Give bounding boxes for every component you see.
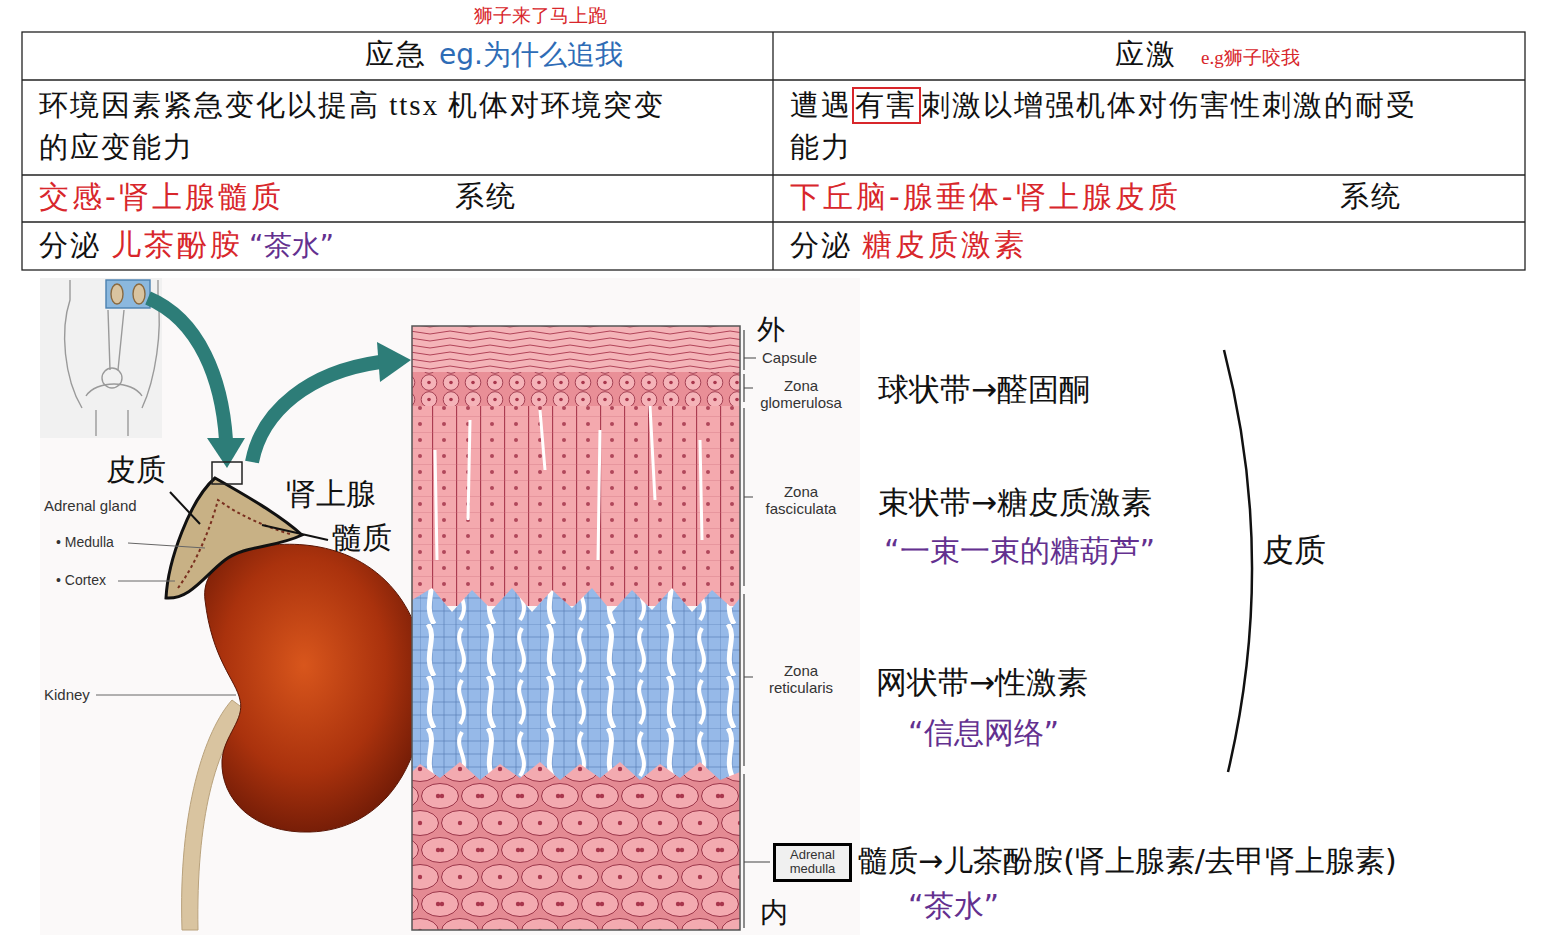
- layer-bracket: [744, 374, 753, 402]
- table-cell: 糖皮质激素: [862, 227, 1027, 262]
- leader-line: [262, 525, 328, 540]
- table-grid: [22, 32, 1525, 270]
- kidney-figure: [166, 462, 425, 930]
- arrow-head: [377, 342, 411, 382]
- box-text: Adrenal medulla: [781, 848, 845, 877]
- direction-label: 内: [760, 896, 788, 930]
- table-cell: 下丘脑-腺垂体-肾上腺皮质: [790, 179, 1181, 214]
- part-label: • Medulla: [56, 534, 114, 551]
- table-cell: 儿茶酚胺: [111, 227, 243, 262]
- highlight-box: [106, 280, 150, 308]
- zoom-arrows: [148, 298, 411, 468]
- annotation: 髓质→儿茶酚胺(肾上腺素/去甲肾上腺素): [858, 843, 1397, 879]
- figure-panel: [40, 278, 860, 935]
- table-cell-box: 下丘脑-腺垂体-肾上腺皮质 系统: [773, 175, 1525, 222]
- box-text: 有害: [855, 89, 917, 122]
- body-outline: [86, 384, 142, 396]
- ureter-sketch: [108, 310, 124, 370]
- table-cell-box: 环境因素紧急变化以提高 ttsx 机体对环境突变的应变能力: [22, 80, 773, 175]
- layer-label: Zona fasciculata: [754, 483, 848, 518]
- annotation: 球状带→醛固酮: [878, 371, 1090, 408]
- layer-name-box: Adrenal medulla: [773, 843, 852, 882]
- medulla-layer: [412, 760, 740, 930]
- zoom-arrow: [148, 298, 226, 440]
- body-outline: [65, 280, 82, 408]
- layer-bracket: [744, 594, 753, 766]
- layer-bracket: [744, 408, 753, 586]
- kidney: [205, 544, 425, 832]
- mnemonic: “茶水”: [249, 229, 334, 262]
- kidney-sketch: [133, 284, 145, 304]
- leader-lines: [96, 492, 328, 695]
- bladder-sketch: [102, 368, 122, 388]
- table-cell: 遭遇: [790, 89, 852, 121]
- table-cell: 交感-肾上腺髓质: [39, 179, 284, 214]
- layer-label: Zona reticularis: [754, 662, 848, 697]
- reticularis-layer: [412, 588, 740, 780]
- note: 狮子来了马上跑: [474, 5, 607, 28]
- leader-line: [128, 543, 205, 548]
- part-label: 髓质: [332, 520, 392, 556]
- layer-label: Capsule: [762, 349, 817, 367]
- table-cell: 环境因素紧急变化以提高 ttsx 机体对环境突变的应变能力: [39, 89, 665, 163]
- annotation: 网状带→性激素: [876, 664, 1088, 701]
- bracket-label: 皮质: [1262, 531, 1326, 569]
- cell-gap: [435, 406, 702, 560]
- note: e.g狮子咬我: [1201, 47, 1300, 68]
- part-label: Kidney: [44, 686, 90, 704]
- table-border: [22, 32, 1525, 270]
- table-cell-box: 应激 e.g狮子咬我: [773, 32, 1525, 80]
- fasciculata-layer: [412, 406, 740, 606]
- part-label: 肾上腺: [286, 476, 376, 512]
- table-cell-box: 应急 eg.为什么追我: [22, 32, 773, 80]
- table-cell-box: 交感-肾上腺髓质 系统: [22, 175, 773, 222]
- table-rule: [772, 32, 773, 270]
- kidney-sketch: [111, 284, 123, 304]
- leader-line: [118, 581, 175, 582]
- adrenal-medulla: [178, 500, 290, 588]
- table-header: 应激: [1115, 38, 1177, 70]
- table-cell: 系统: [1340, 176, 1402, 217]
- table-cell-box: 分泌儿茶酚胺“茶水”: [22, 222, 773, 270]
- zoom-box: [212, 462, 242, 484]
- body-outline: [96, 410, 128, 436]
- inset-ground: [40, 278, 162, 438]
- body-inset: [40, 278, 162, 438]
- mnemonic: “信息网络”: [908, 715, 1059, 751]
- highlight-box: 有害: [852, 87, 921, 124]
- layer-bracket: [744, 330, 756, 370]
- part-label: • Cortex: [56, 572, 106, 589]
- layer-brackets: [744, 330, 770, 928]
- leader-line: [96, 695, 236, 696]
- table-cell: 分泌: [790, 229, 852, 261]
- glomerulosa-layer: [412, 372, 740, 406]
- direction-label: 外: [757, 313, 785, 347]
- table-cell-box: 遭遇有害刺激以增强机体对伤害性刺激的耐受能力: [773, 80, 1525, 175]
- histology-column: [412, 326, 740, 930]
- mnemonic: “茶水”: [908, 888, 999, 924]
- part-label: Adrenal gland: [44, 497, 137, 515]
- capsule-layer: [412, 326, 740, 372]
- zoom-arrow: [252, 362, 380, 462]
- table-cell: 分泌: [39, 229, 101, 261]
- adrenal-gland: [166, 478, 302, 598]
- column-border: [412, 326, 740, 930]
- table-cell-box: 分泌糖皮质激素: [773, 222, 1525, 270]
- part-label: 皮质: [106, 452, 166, 488]
- annotation: 束状带→糖皮质激素: [878, 484, 1152, 521]
- note: eg.为什么追我: [439, 38, 623, 71]
- table-cell: 系统: [455, 176, 517, 217]
- layer-label: Zona glomerulosa: [754, 377, 848, 412]
- cortex-bracket: [1224, 350, 1252, 772]
- leader-line: [170, 492, 200, 524]
- mnemonic: “一束一束的糖葫芦”: [884, 533, 1155, 569]
- table-header: 应急: [365, 38, 427, 70]
